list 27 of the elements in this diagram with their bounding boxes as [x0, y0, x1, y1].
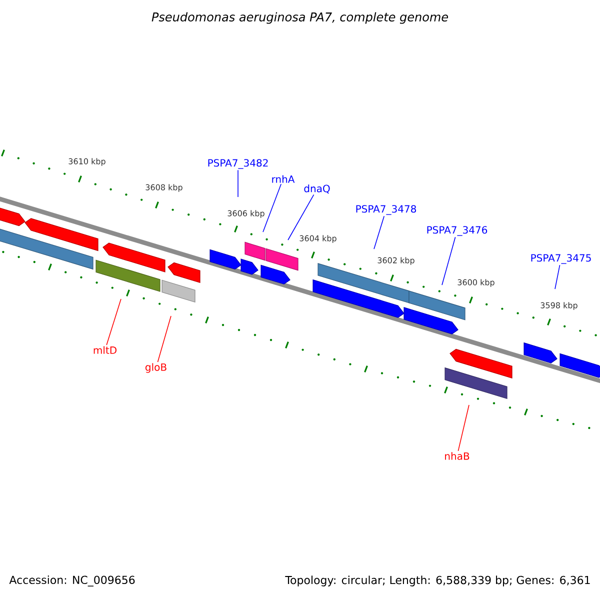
leader-line	[106, 298, 122, 346]
gene-label: PSPA7_3476	[427, 226, 488, 236]
title: Pseudomonas aeruginosa PA7, complete genome	[152, 12, 448, 24]
leader-line	[554, 264, 560, 290]
scale-label: 3610 kbp	[68, 158, 106, 166]
leader-line	[262, 184, 282, 232]
gene-label: nhaB	[445, 452, 470, 460]
scale-label: 3600 kbp	[458, 279, 494, 287]
footer-text: Topology: circular; Length: 6,588,339 bp; Genes: 6,361	[285, 576, 590, 586]
scale-label: 3608 kbp	[146, 184, 182, 192]
footer-text: Accession: NC_009656	[9, 576, 135, 586]
gene-label: dnaQ	[304, 184, 330, 194]
leader-line	[458, 404, 470, 452]
gene-label: PSPA7_3475	[531, 254, 591, 264]
gene-label: PSPA7_3478	[356, 205, 416, 215]
leader-line	[157, 316, 172, 362]
scale-label: 3604 kbp	[300, 235, 336, 243]
gene-label: gloB	[146, 363, 166, 373]
leader-line	[288, 194, 314, 240]
scale-label: 3606 kbp	[228, 210, 264, 218]
scale-label: 3602 kbp	[378, 257, 414, 265]
gene-label: PSPA7_3482	[208, 159, 268, 169]
leader-line	[442, 236, 456, 286]
gene-label: rnhA	[272, 175, 295, 183]
scale-label: 3598 kbp	[540, 302, 578, 310]
leader-line	[374, 216, 385, 250]
gene-label: mltD	[94, 346, 116, 354]
